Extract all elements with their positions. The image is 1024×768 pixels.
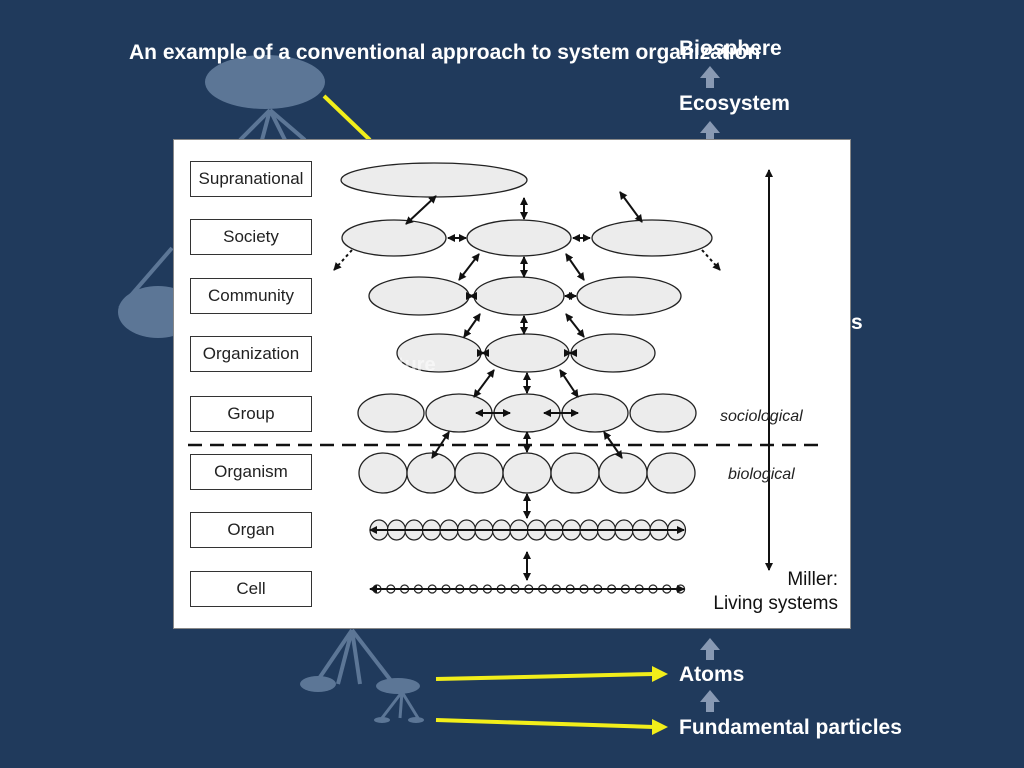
node-community [368,276,470,316]
node-organism [598,452,648,494]
organ-row [369,519,687,541]
level-box-society: Society [190,219,312,255]
tree-branch [268,109,287,141]
dotted-arrow [701,249,721,271]
tree-branch [380,691,404,719]
tree-branch [268,108,307,142]
overlapping-slide-text: tructure [360,354,436,376]
level-box-organization: Organization [190,336,312,372]
node-organism [646,452,696,494]
node-organization [484,333,570,373]
hierarchy-label-ecosystem: Ecosystem [679,92,790,115]
tree-node-leaf [374,717,390,723]
pointer-line-particles [435,718,655,729]
node-community [576,276,682,316]
up-arrow-icon [700,638,720,660]
tree-branch [238,108,272,142]
level-box-supranational: Supranational [190,161,312,197]
pointer-line-atoms [435,672,655,681]
connector-arrow [473,369,495,398]
node-group [629,393,697,433]
tree-branch [350,629,362,685]
hierarchy-label-atoms: Atoms [679,663,745,686]
node-group [357,393,425,433]
connector-arrow [463,313,481,338]
tree-node-leaf [408,717,424,723]
ellipse-layer [340,162,713,494]
tree-branch [316,628,354,682]
miller-caption: Miller: Living systems [713,568,838,616]
connector-arrow [565,313,585,338]
level-box-organ: Organ [190,512,312,548]
up-arrow-icon [700,66,720,88]
node-organism [550,452,600,494]
connector-arrow [565,253,585,281]
connector-arrow [405,195,437,225]
slide-title: An example of a conventional approach to… [129,41,761,64]
living-systems-diagram: Supranational Society Community Organiza… [173,139,851,629]
node-supranational [340,162,528,198]
up-arrow-icon [700,690,720,712]
tree-node-bottom [376,678,420,694]
node-organization [570,333,656,373]
level-box-organism: Organism [190,454,312,490]
tree-branch [350,628,394,684]
hierarchy-label-biosphere: Biosphere [679,37,782,60]
pointer-line-biosphere [322,94,372,142]
hierarchy-label-particles: Fundamental particles [679,716,902,739]
yellow-pointer-lines [322,94,668,735]
node-organism [454,452,504,494]
up-arrow-icon [700,121,720,140]
node-organism [502,452,552,494]
connector-arrow [619,191,643,223]
up-arrows [700,66,720,712]
level-box-group: Group [190,396,312,432]
diagram-graphics [188,162,824,594]
dotted-connectors [333,249,721,271]
faint-tree-diagram [118,55,424,723]
biological-label: biological [728,466,795,483]
arrowhead-icon [652,719,668,735]
node-society [341,219,447,257]
caption-line-1: Miller: [787,569,838,590]
partial-hierarchy-label: s [851,311,863,334]
tree-node-top [205,55,325,109]
connector-arrow [458,253,480,281]
sociological-label: sociological [720,408,803,425]
node-society [591,219,713,257]
node-organism [358,452,408,494]
tree-node-bottom [300,676,336,692]
dotted-arrow [333,249,353,271]
node-community [473,276,565,316]
tree-branch [336,629,354,685]
tree-branch [260,109,272,141]
tree-branch [400,691,420,719]
caption-line-2: Living systems [713,593,838,614]
level-box-cell: Cell [190,571,312,607]
connector-arrow [559,369,579,398]
tree-branch [398,691,404,719]
arrowhead-icon [652,666,668,682]
level-box-community: Community [190,278,312,314]
node-society [466,219,572,257]
node-organism [406,452,456,494]
